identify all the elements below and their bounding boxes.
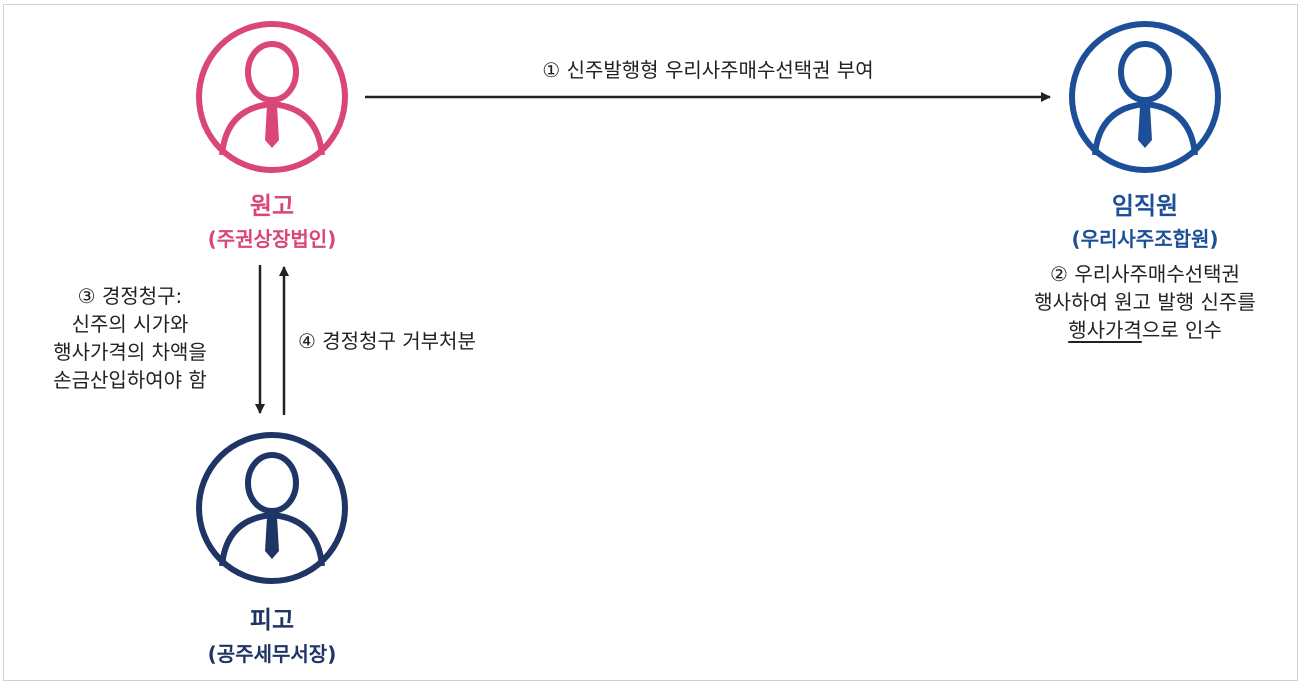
exercise-line-2: 행사하여 원고 발행 신주를 xyxy=(1034,290,1256,314)
claim-line-3: 행사가격의 차액을 xyxy=(53,340,207,364)
employee-subtitle: (우리사주조합원) xyxy=(1071,227,1219,251)
employee-person-icon xyxy=(1069,21,1221,173)
defendant-name: 피고 xyxy=(249,606,295,634)
exercise-line-1: ② 우리사주매수선택권 xyxy=(1050,262,1240,286)
grant-label: ① 신주발행형 우리사주매수선택권 부여 xyxy=(542,58,874,82)
refusal-label: ④ 경정청구 거부처분 xyxy=(298,329,476,353)
claim-line-2: 신주의 시가와 xyxy=(71,312,189,336)
exercise-line-3-rest: 으로 인수 xyxy=(1141,318,1222,342)
claim-label: ③ 경정청구: 신주의 시가와 행사가격의 차액을 손금산입하여야 함 xyxy=(20,282,240,394)
claim-line-1: ③ 경정청구: xyxy=(77,284,183,308)
diagram-frame xyxy=(3,4,1298,681)
defendant-person-icon xyxy=(196,432,348,584)
plaintiff-subtitle: (주권상장법인) xyxy=(207,227,337,251)
plaintiff-name: 원고 xyxy=(249,192,295,220)
exercise-label: ② 우리사주매수선택권 행사하여 원고 발행 신주를 행사가격으로 인수 xyxy=(990,260,1300,344)
defendant-subtitle: (공주세무서장) xyxy=(207,642,337,666)
employee-name: 임직원 xyxy=(1111,192,1179,220)
plaintiff-person-icon xyxy=(196,21,348,173)
claim-line-4: 손금산입하여야 함 xyxy=(53,368,207,392)
exercise-line-3: 행사가격으로 인수 xyxy=(990,316,1300,344)
exercise-price-underlined: 행사가격 xyxy=(1068,318,1142,342)
